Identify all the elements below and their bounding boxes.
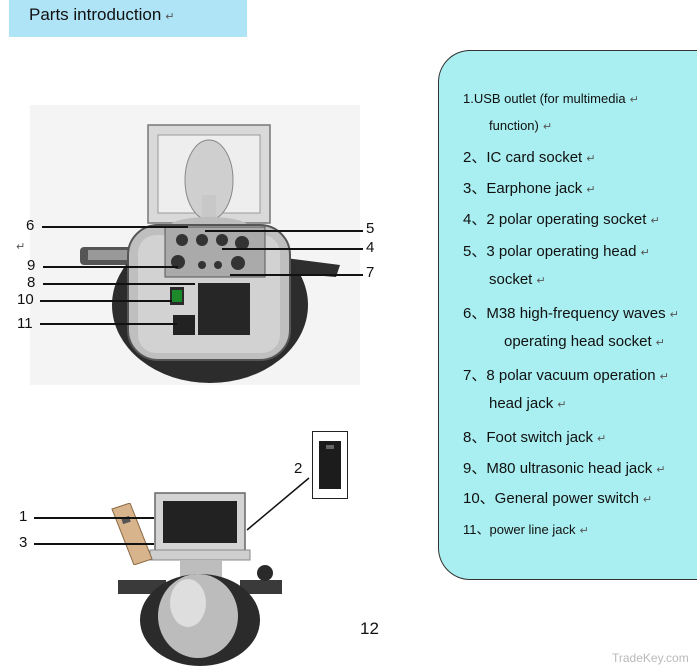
part-8: 8、Foot switch jack↵ bbox=[463, 429, 607, 446]
callout-1: 1 bbox=[19, 508, 28, 525]
callout-2: 2 bbox=[294, 460, 303, 477]
leader-line-3 bbox=[34, 543, 154, 545]
callout-6: 6 bbox=[26, 217, 35, 234]
part-6-line-2: operating head socket↵ bbox=[504, 333, 665, 350]
callout-11: 11 bbox=[17, 315, 33, 332]
callout-8: 8 bbox=[27, 274, 36, 291]
callout-9: 9 bbox=[27, 257, 36, 274]
leader-line-1 bbox=[34, 517, 154, 519]
leader-line-4 bbox=[222, 248, 363, 250]
callout-10: 10 bbox=[17, 291, 34, 308]
part-7-line-2: head jack↵ bbox=[489, 395, 567, 412]
part-9: 9、M80 ultrasonic head jack↵ bbox=[463, 460, 666, 477]
stray-return-mark: ↵ bbox=[16, 241, 26, 253]
ic-card-photo bbox=[111, 503, 153, 565]
part-10: 10、General power switch↵ bbox=[463, 490, 653, 507]
leader-line-8 bbox=[43, 283, 195, 285]
part-7-line-1: 7、8 polar vacuum operation↵ bbox=[463, 367, 669, 384]
leader-line-5 bbox=[205, 230, 363, 232]
part-1-line-2: function)↵ bbox=[489, 118, 553, 133]
socket-detail-photo bbox=[312, 431, 348, 499]
callout-4: 4 bbox=[366, 239, 375, 256]
part-2: 2、IC card socket↵ bbox=[463, 149, 596, 166]
part-3: 3、Earphone jack↵ bbox=[463, 180, 596, 197]
leader-line-2 bbox=[246, 477, 310, 531]
callout-5: 5 bbox=[366, 220, 375, 237]
watermark: TradeKey.com bbox=[612, 651, 689, 665]
callout-3: 3 bbox=[19, 534, 28, 551]
section-title: Parts introduction bbox=[29, 5, 162, 24]
leader-line-10 bbox=[40, 300, 172, 302]
part-5-line-2: socket↵ bbox=[489, 271, 546, 288]
leader-line-11 bbox=[40, 323, 177, 325]
return-mark: ↵ bbox=[165, 11, 175, 23]
callout-7: 7 bbox=[366, 264, 375, 281]
leader-line-6 bbox=[42, 226, 188, 228]
front-view-photo bbox=[118, 492, 282, 666]
section-title-box: Parts introduction↵ bbox=[9, 0, 247, 37]
part-11: 11、power line jack↵ bbox=[463, 522, 589, 537]
rear-view-photo bbox=[30, 105, 360, 385]
leader-line-7 bbox=[230, 274, 363, 276]
part-1-line-1: 1.USB outlet (for multimedia↵ bbox=[463, 91, 639, 106]
parts-list-panel bbox=[438, 50, 697, 580]
part-5-line-1: 5、3 polar operating head↵ bbox=[463, 243, 650, 260]
page-number: 12 bbox=[360, 619, 379, 638]
part-6-line-1: 6、M38 high-frequency waves↵ bbox=[463, 305, 679, 322]
part-4: 4、2 polar operating socket↵ bbox=[463, 211, 660, 228]
leader-line-9 bbox=[43, 266, 178, 268]
